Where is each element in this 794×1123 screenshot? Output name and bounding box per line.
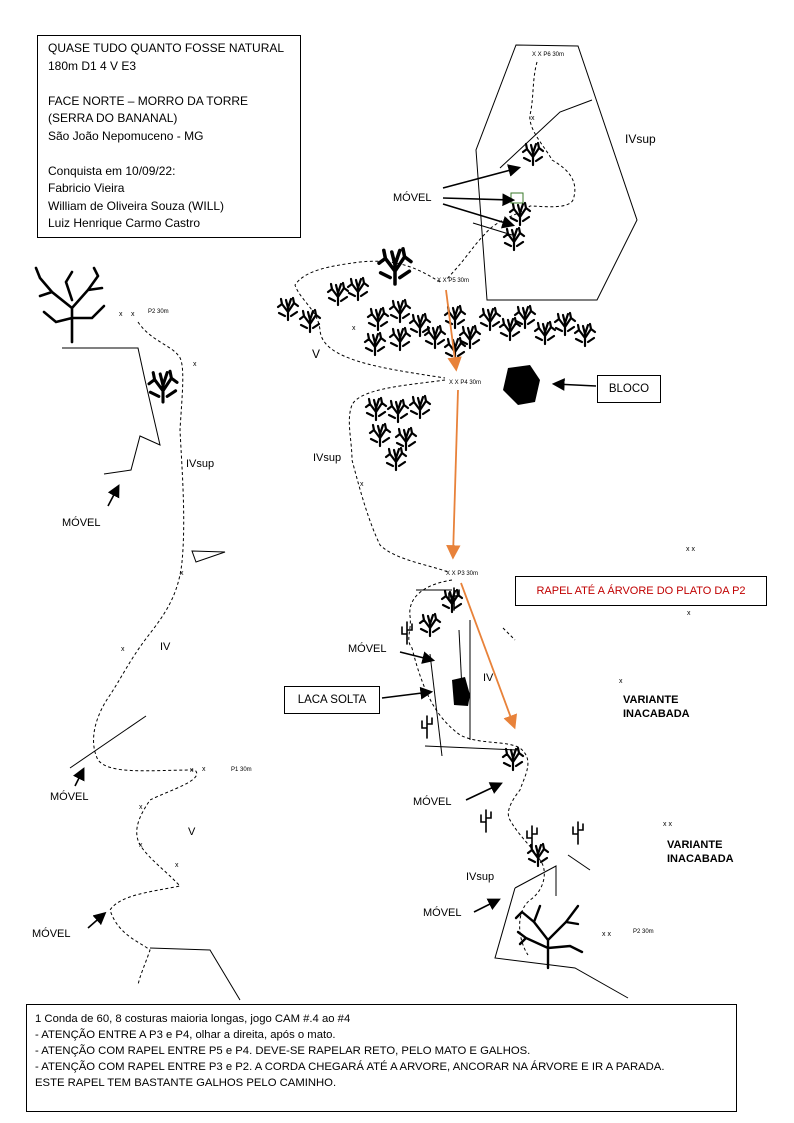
anchor-p2-right: P2 30m [633,929,654,935]
route-p3-p2-right [408,579,545,956]
notes-box: 1 Conda de 60, 8 costuras maioria longas… [26,1004,737,1112]
svg-text:x: x [619,678,623,685]
climber-1: Fabricio Vieira [48,181,125,195]
route-grade: 180m D1 4 V E3 [48,58,137,73]
anchor-p4: X X P4 30m [449,380,482,386]
note-line-4: - ATENÇÃO COM RAPEL ENTRE P3 e P2. A COR… [35,1061,665,1073]
grade-ivsup-right: IVsup [466,871,495,883]
upper-face-outline [472,44,638,301]
bloco-label: BLOCO [597,375,661,403]
note-line-3: - ATENÇÃO COM RAPEL ENTRE P5 e P4. DEVE-… [35,1045,531,1057]
left-route-line [93,321,198,986]
svg-text:x: x [139,804,143,811]
svg-text:x: x [131,311,135,318]
movel-label-right-2: MÓVEL [413,796,452,808]
route-city: São João Nepomuceno - MG [48,128,204,143]
movel-label-left-3: MÓVEL [32,928,71,940]
anchor-p6: X X P6 30m [532,52,565,58]
svg-text:x: x [139,842,143,849]
grade-ivsup-upper: IVsup [625,132,656,146]
rapel-warning-label: RAPEL ATÉ A ÁRVORE DO PLATO DA P2 [515,576,767,606]
movel-label-right-1: MÓVEL [348,643,387,655]
movel-label-right-3: MÓVEL [423,907,462,919]
variante-label-1: VARIANTE INACABADA [623,694,690,720]
note-line-1: 1 Conda de 60, 8 costuras maioria longas… [35,1013,351,1025]
right-lower-features [416,589,629,999]
svg-text:x x: x x [602,931,611,938]
svg-text:x: x [360,481,364,488]
first-ascent-date: Conquista em 10/09/22: [48,163,176,178]
gear-placement-box [510,192,524,204]
anchor-p5: X X P5 30m [437,278,470,284]
note-line-2: - ATENÇÃO ENTRE A P3 e P4, olhar a direi… [35,1029,336,1041]
svg-text:x: x [175,862,179,869]
anchor-p2-left: P2 30m [148,309,169,315]
movel-label-left-1: MÓVEL [62,517,101,529]
movel-arrows-right [381,651,503,913]
svg-text:x x: x x [663,821,672,828]
anchor-p3: X X P3 30m [446,571,479,577]
laca-solta-label: LACA SOLTA [284,686,380,714]
svg-text:x: x [190,767,194,774]
movel-label-left-2: MÓVEL [50,791,89,803]
climber-3: Luiz Henrique Carmo Castro [48,216,201,230]
grade-iv-right: IV [483,672,494,684]
svg-text:x: x [202,766,206,773]
route-range: (SERRA DO BANANAL) [48,111,178,125]
svg-text:x: x [193,361,197,368]
rappel-arrows [445,289,517,730]
movel-arrows-upper [442,164,522,229]
svg-text:x: x [180,570,184,577]
movel-label-upper: MÓVEL [393,192,432,204]
climber-2: William de Oliveira Souza (WILL) [48,198,225,213]
movel-arrows-left [72,484,120,929]
left-face-outline [62,347,241,1001]
tree-p2-right [514,904,584,970]
bloco-rock [503,365,540,405]
svg-text:x x: x x [686,546,695,553]
grade-iv-left: IV [160,641,171,653]
route-face: FACE NORTE – MORRO DA TORRE [48,93,249,108]
svg-text:x: x [352,325,356,332]
route-p4-p3 [348,379,449,573]
route-p5-p4 [294,260,446,379]
bolt-marks-left: x x x x x x x x x x [119,311,206,869]
note-line-5: ESTE RAPEL TEM BASTANTE GALHOS PELO CAMI… [35,1077,337,1089]
vegetation-p4 [364,394,432,472]
upper-route-line [445,61,576,281]
variante-label-2: VARIANTE INACABADA [667,839,734,865]
anchor-p1: P1 30m [231,767,252,773]
tree-p2-left [34,266,106,344]
svg-text:x: x [687,610,691,617]
grade-v-upper: V [312,347,321,361]
svg-text:x: x [119,311,123,318]
vegetation-p3 [401,587,584,868]
laca-rock [452,677,470,706]
route-info-box: QUASE TUDO QUANTO FOSSE NATURAL 180m D1 … [37,35,301,238]
svg-text:x: x [531,115,535,122]
route-name: QUASE TUDO QUANTO FOSSE NATURAL [48,41,285,55]
svg-text:x: x [121,646,125,653]
grade-ivsup-p4: IVsup [313,452,342,464]
grade-ivsup-left: IVsup [186,458,215,470]
grade-v-left: V [188,826,196,838]
